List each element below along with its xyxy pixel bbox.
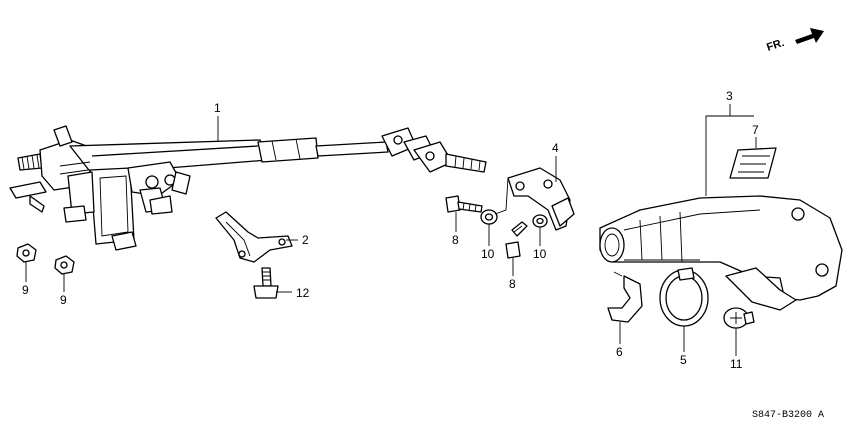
washer-10-lower [532, 214, 548, 228]
steering-column [9, 125, 487, 251]
column-bracket [215, 211, 293, 263]
callout-5: 5 [680, 353, 687, 367]
callout-6: 6 [616, 345, 623, 359]
callout-8-upper: 8 [452, 233, 459, 247]
screw-11 [723, 307, 755, 329]
callout-8-lower: 8 [509, 277, 516, 291]
clip-6 [607, 271, 643, 323]
callout-4: 4 [552, 141, 559, 155]
callout-2: 2 [302, 233, 309, 247]
washer-10-upper [480, 209, 498, 225]
callout-9-left: 9 [22, 283, 29, 297]
column-cover [599, 195, 843, 311]
nut-9-left [16, 243, 37, 263]
callout-3: 3 [726, 89, 733, 103]
callout-1: 1 [214, 101, 221, 115]
leader-lines [25, 104, 757, 356]
diagram-code: S847-B3200 A [752, 410, 824, 421]
callout-10-upper: 10 [481, 247, 495, 261]
front-direction-label: FR. [765, 37, 786, 54]
callout-12: 12 [296, 286, 310, 300]
front-direction-indicator: FR. [765, 28, 824, 54]
yoke-joint [507, 167, 575, 231]
bolt-8-lower [505, 221, 528, 259]
insulator-pad [729, 147, 777, 179]
callout-10-lower: 10 [533, 247, 547, 261]
band-clamp-5 [659, 267, 709, 327]
front-arrow-icon [795, 28, 824, 44]
bolt-8-upper [445, 195, 483, 213]
nut-9-right [54, 255, 75, 275]
callout-7: 7 [752, 123, 759, 137]
bolt-12 [253, 267, 279, 299]
callout-numbers: 1 2 3 4 5 6 7 8 8 9 9 10 10 11 12 [22, 89, 759, 371]
callout-11: 11 [730, 357, 743, 371]
callout-9-right: 9 [60, 293, 67, 307]
